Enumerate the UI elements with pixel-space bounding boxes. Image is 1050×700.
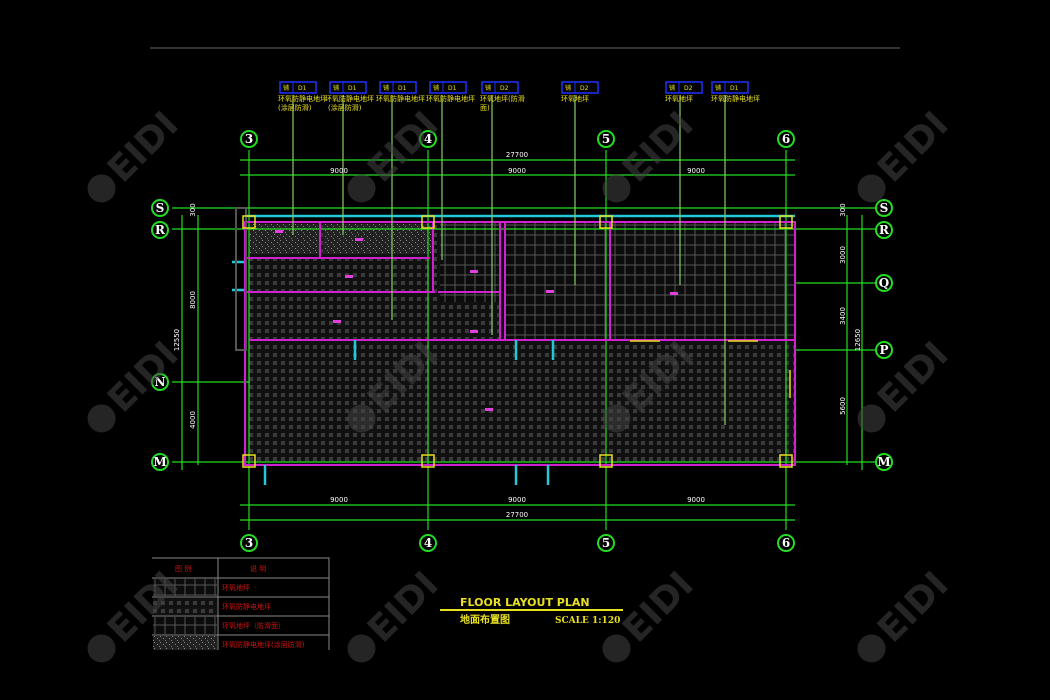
room-tags: [275, 230, 678, 411]
svg-text:12550: 12550: [173, 329, 181, 351]
svg-text:环氧地坪（防滑面）: 环氧地坪（防滑面）: [222, 621, 285, 630]
svg-text:EIDI: EIDI: [615, 104, 701, 190]
svg-text:3400: 3400: [839, 307, 847, 325]
svg-text:Q: Q: [879, 276, 889, 290]
svg-text:EIDI: EIDI: [615, 564, 701, 650]
svg-text:铺: 铺: [485, 84, 491, 92]
material-label-7[interactable]: 铺 D2 环氧地坪: [665, 81, 703, 103]
material-label-2[interactable]: 铺 D1 环氧防静电地坪(涂层防滑): [325, 81, 374, 112]
svg-text:9000: 9000: [687, 496, 705, 504]
svg-text:D1: D1: [448, 85, 457, 92]
walls: [232, 207, 796, 485]
svg-text:D2: D2: [580, 85, 589, 92]
svg-text:R: R: [155, 223, 166, 237]
svg-text:9000: 9000: [687, 167, 705, 175]
axis-bubbles: 3 4 5 6 3 4 5 6 S R N M S R Q P M: [151, 130, 893, 552]
svg-text:EIDI: EIDI: [870, 564, 956, 650]
svg-text:D1: D1: [398, 85, 407, 92]
svg-text:300: 300: [189, 203, 197, 216]
svg-text:M: M: [877, 455, 890, 469]
svg-text:6: 6: [782, 536, 790, 550]
svg-text:3000: 3000: [839, 246, 847, 264]
columns: [242, 215, 793, 468]
svg-text:EIDI: EIDI: [360, 104, 446, 190]
svg-text:S: S: [880, 201, 889, 215]
svg-text:EIDI: EIDI: [870, 104, 956, 190]
svg-text:N: N: [155, 375, 166, 389]
svg-text:铺: 铺: [383, 84, 389, 92]
svg-text:D2: D2: [684, 85, 693, 92]
svg-text:5: 5: [602, 536, 610, 550]
scale: SCALE 1:120: [555, 616, 620, 626]
svg-text:D1: D1: [348, 85, 357, 92]
svg-text:环氧防静电地坪: 环氧防静电地坪: [222, 602, 271, 611]
svg-text:环氧防静电地坪: 环氧防静电地坪: [376, 94, 425, 103]
svg-text:3: 3: [245, 536, 253, 550]
title-en: FLOOR LAYOUT PLAN: [460, 596, 590, 609]
svg-text:R: R: [879, 223, 890, 237]
title-cn: 地面布置图: [460, 613, 510, 626]
svg-text:环氧防静电地坪: 环氧防静电地坪: [325, 94, 374, 103]
svg-text:9000: 9000: [508, 496, 526, 504]
svg-text:4: 4: [424, 536, 432, 550]
svg-text:环氧防静电地坪: 环氧防静电地坪: [711, 94, 760, 103]
title-block: FLOOR LAYOUT PLAN 地面布置图 SCALE 1:120: [440, 596, 623, 626]
material-label-5[interactable]: 铺 D2 环氧地坪(防滑面): [480, 81, 525, 112]
material-label-1[interactable]: 铺 D1 环氧防静电地坪(涂层防滑): [278, 81, 327, 112]
svg-text:27700: 27700: [506, 151, 528, 159]
svg-text:6: 6: [782, 132, 790, 146]
svg-text:D1: D1: [298, 85, 307, 92]
svg-text:环氧地坪: 环氧地坪: [665, 94, 693, 103]
svg-text:P: P: [879, 343, 888, 357]
svg-text:12650: 12650: [854, 329, 862, 351]
svg-text:9000: 9000: [330, 496, 348, 504]
svg-text:说 明: 说 明: [250, 564, 266, 573]
svg-text:S: S: [156, 201, 165, 215]
svg-text:铺: 铺: [565, 84, 571, 92]
material-label-8[interactable]: 铺 D1 环氧防静电地坪: [711, 81, 760, 103]
svg-text:5: 5: [602, 132, 610, 146]
svg-text:EIDI: EIDI: [360, 564, 446, 650]
svg-text:EIDI: EIDI: [100, 104, 186, 190]
svg-text:环氧地坪: 环氧地坪: [561, 94, 589, 103]
label-leaders: [292, 95, 726, 425]
svg-text:27700: 27700: [506, 511, 528, 519]
svg-text:环氧防静电地坪: 环氧防静电地坪: [426, 94, 475, 103]
svg-text:4: 4: [424, 132, 432, 146]
svg-text:9000: 9000: [508, 167, 526, 175]
svg-text:环氧地坪(防滑: 环氧地坪(防滑: [480, 94, 525, 103]
floor-areas: [245, 222, 795, 465]
svg-text:铺: 铺: [283, 84, 289, 92]
material-label-4[interactable]: 铺 D1 环氧防静电地坪: [426, 81, 475, 103]
svg-text:铺: 铺: [433, 84, 439, 92]
svg-text:图 例: 图 例: [175, 564, 191, 573]
svg-text:4000: 4000: [189, 411, 197, 429]
svg-text:M: M: [153, 455, 166, 469]
svg-text:环氧防静电地坪: 环氧防静电地坪: [278, 94, 327, 103]
svg-text:(涂层防滑): (涂层防滑): [278, 103, 312, 112]
svg-text:环氧地坪: 环氧地坪: [222, 583, 250, 592]
legend-table: 图 例 说 明 环氧地坪 环氧防静电地坪 环氧地坪（防滑面） 环氧防静电地坪(涂…: [152, 557, 330, 650]
material-label-6[interactable]: 铺 D2 环氧地坪: [561, 81, 599, 103]
svg-text:面): 面): [480, 104, 490, 112]
svg-text:铺: 铺: [715, 84, 721, 92]
svg-text:(涂层防滑): (涂层防滑): [328, 103, 362, 112]
svg-text:环氧防静电地坪(涂层防滑): 环氧防静电地坪(涂层防滑): [222, 640, 305, 649]
svg-text:D2: D2: [500, 85, 509, 92]
svg-text:D1: D1: [730, 85, 739, 92]
svg-text:5600: 5600: [839, 397, 847, 415]
svg-text:9000: 9000: [330, 167, 348, 175]
svg-text:铺: 铺: [669, 84, 675, 92]
svg-text:300: 300: [839, 203, 847, 216]
svg-text:铺: 铺: [333, 84, 339, 92]
svg-text:8000: 8000: [189, 291, 197, 309]
svg-text:3: 3: [245, 132, 253, 146]
dimensions: 27700 9000 9000 9000 9000 9000 9000 27700 30…: [173, 151, 862, 519]
material-label-3[interactable]: 铺 D1 环氧防静电地坪: [376, 81, 425, 103]
